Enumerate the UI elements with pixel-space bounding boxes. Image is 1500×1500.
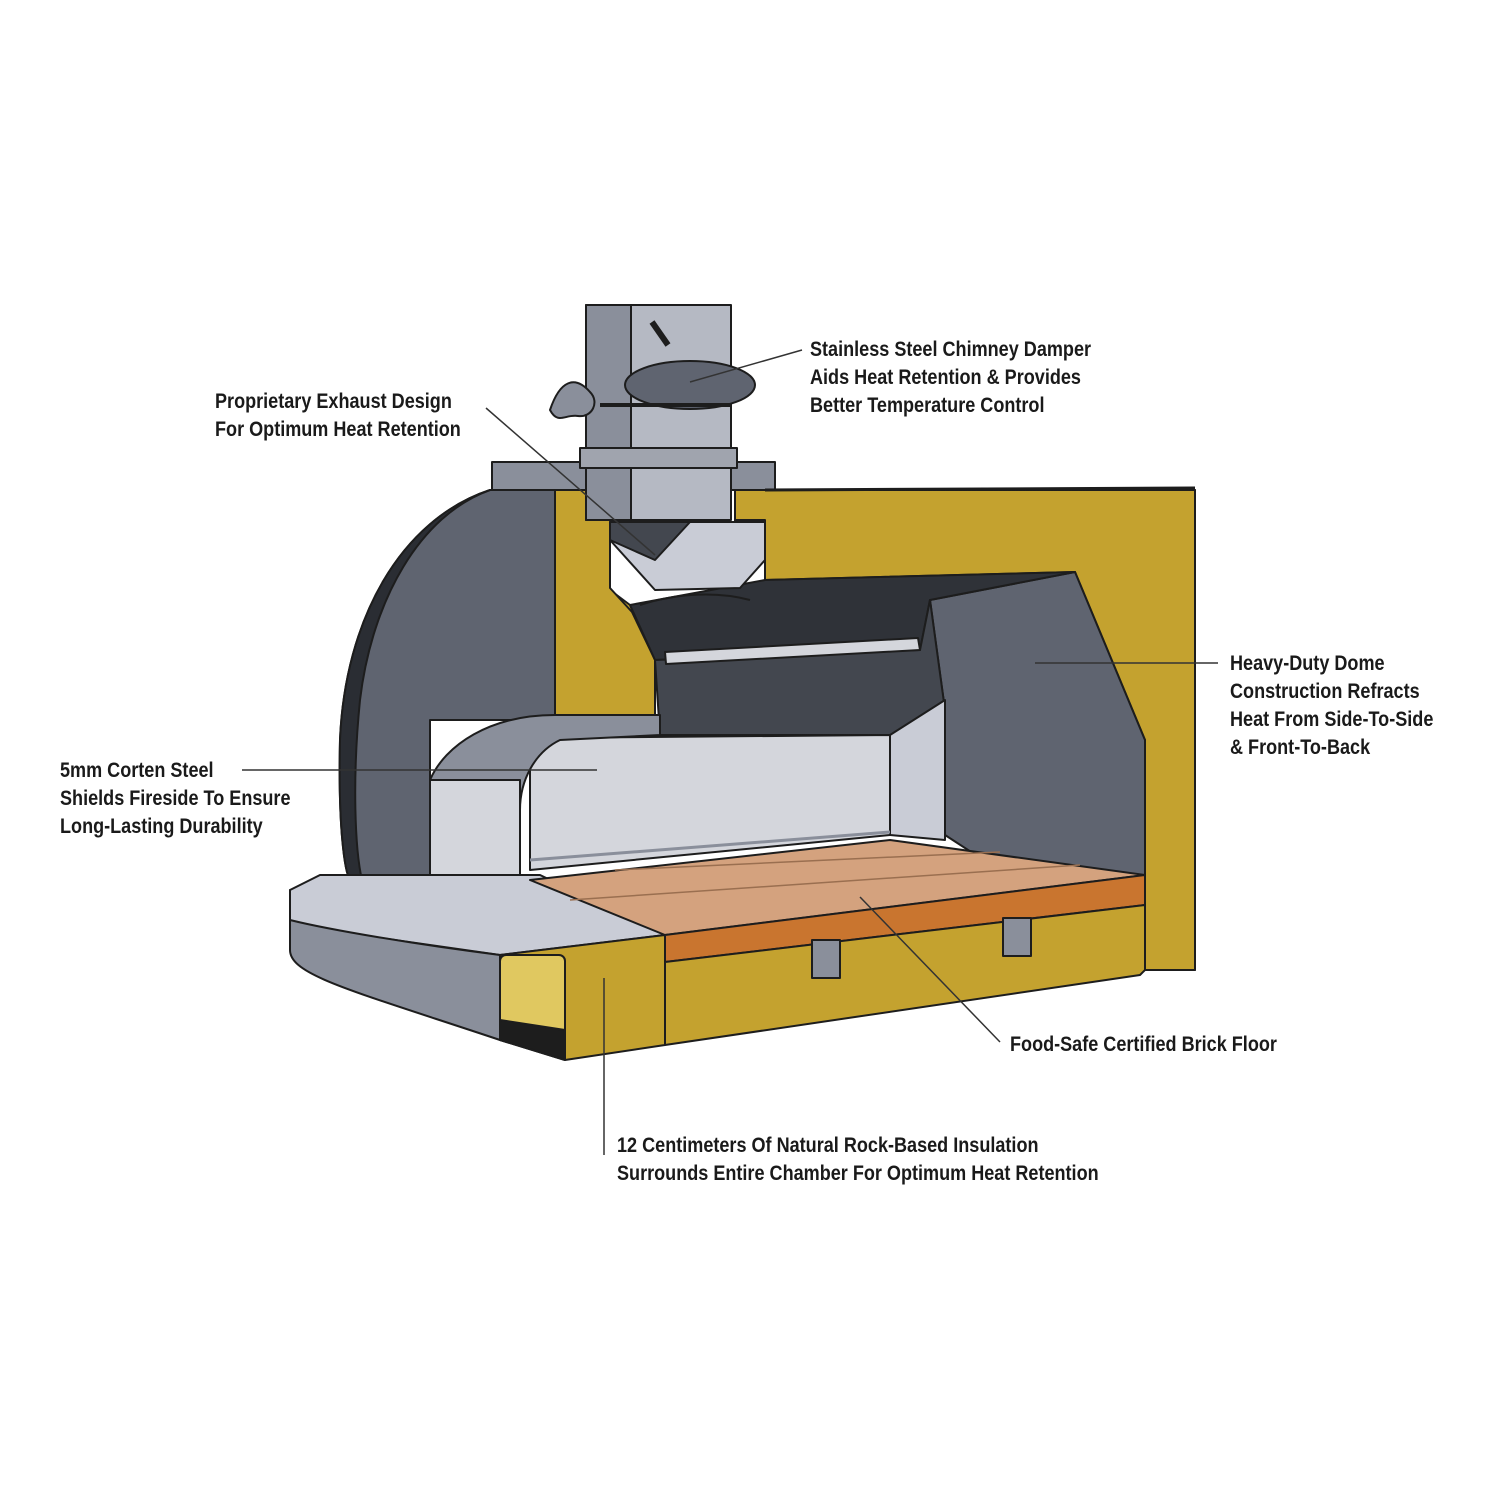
brick-joint-2	[569, 864, 1081, 901]
callout-chimney-damper: Stainless Steel Chimney Damper Aids Heat…	[810, 336, 1091, 420]
callout-dome-construction: Heavy-Duty Dome Construction Refracts He…	[1230, 650, 1433, 762]
callout-line: Heavy-Duty Dome	[1230, 652, 1385, 675]
damper-handle	[649, 320, 671, 347]
callout-line: & Front-To-Back	[1230, 736, 1371, 759]
callout-line: Stainless Steel Chimney Damper	[810, 338, 1092, 361]
callout-line: 12 Centimeters Of Natural Rock-Based Ins…	[617, 1134, 1039, 1157]
back-wall-base	[529, 830, 891, 862]
callout-line: Shields Fireside To Ensure	[60, 787, 291, 810]
leader-brick-floor	[859, 896, 1001, 1043]
arch-left-face	[429, 779, 521, 881]
callout-line: Aids Heat Retention & Provides	[810, 366, 1081, 389]
damper-knob	[549, 381, 596, 419]
callout-insulation: 12 Centimeters Of Natural Rock-Based Ins…	[617, 1132, 1099, 1188]
top-edge-line	[764, 486, 1196, 492]
back-fireside-wall	[529, 734, 891, 871]
exhaust-inner-arc	[639, 593, 751, 606]
leader-lines	[242, 349, 1218, 1155]
callout-brick-floor: Food-Safe Certified Brick Floor	[1010, 1031, 1277, 1059]
floor-vent-1	[811, 939, 841, 979]
oven-illustration	[289, 304, 1196, 1061]
callout-line: Surrounds Entire Chamber For Optimum Hea…	[617, 1162, 1099, 1185]
callout-line: 5mm Corten Steel	[60, 759, 214, 782]
callout-line: Long-Lasting Durability	[60, 815, 263, 838]
callout-line: Proprietary Exhaust Design	[215, 390, 452, 413]
chimney-collar	[579, 447, 738, 469]
leader-exhaust-design	[485, 407, 656, 556]
callout-line: Food-Safe Certified Brick Floor	[1010, 1033, 1277, 1056]
callout-exhaust-design: Proprietary Exhaust Design For Optimum H…	[215, 388, 461, 444]
callout-line: Heat From Side-To-Side	[1230, 708, 1434, 731]
chimney-damper-plate	[624, 360, 756, 410]
ledge-base-plate	[499, 1019, 566, 1061]
leader-chimney-damper	[689, 349, 803, 383]
chimney-pipe-shade	[585, 304, 632, 521]
brick-joint-1	[614, 851, 1001, 871]
callout-line: Construction Refracts	[1230, 680, 1420, 703]
dome-back-rib	[664, 637, 921, 665]
exhaust-funnel-shadow	[609, 521, 691, 561]
callout-line: Better Temperature Control	[810, 394, 1045, 417]
callout-line: For Optimum Heat Retention	[215, 418, 461, 441]
floor-vent-2	[1002, 917, 1032, 957]
callout-corten-steel: 5mm Corten Steel Shields Fireside To Ens…	[60, 757, 291, 841]
